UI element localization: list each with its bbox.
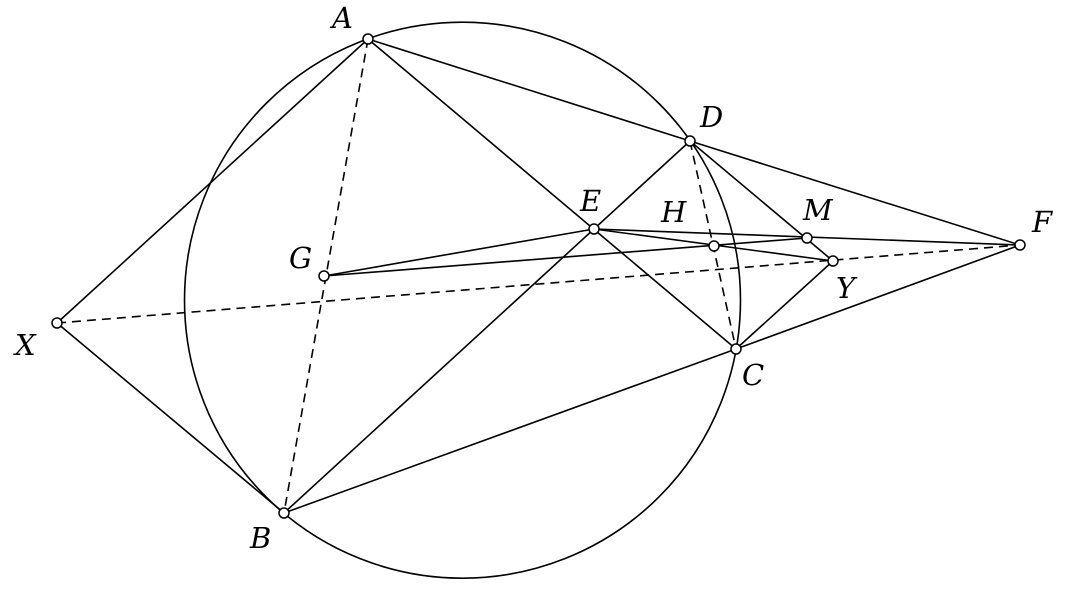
point-e	[588, 223, 600, 235]
point-d	[684, 135, 696, 147]
segment-xb	[56, 322, 285, 514]
circumcircle	[183, 21, 742, 580]
segment-yc	[735, 260, 834, 350]
point-x	[51, 317, 63, 329]
segment-ge	[323, 228, 595, 277]
segment-bd	[283, 140, 691, 514]
segment-bc	[283, 348, 737, 514]
point-m	[801, 232, 813, 244]
label-e: E	[579, 184, 601, 218]
segment-gm	[323, 237, 808, 277]
point-y	[827, 255, 839, 267]
label-d: D	[699, 100, 723, 134]
label-b: B	[249, 521, 271, 555]
label-f: F	[1031, 205, 1053, 239]
label-h: H	[660, 195, 687, 229]
segment-ax	[56, 38, 369, 324]
segment-cf	[735, 244, 1021, 350]
label-c: C	[742, 358, 764, 392]
segment-ad	[367, 38, 691, 142]
point-c	[730, 343, 742, 355]
label-x: X	[13, 328, 37, 362]
label-g: G	[289, 241, 312, 275]
point-b	[278, 507, 290, 519]
label-a: A	[329, 1, 353, 35]
point-f	[1014, 239, 1026, 251]
segment-df	[689, 140, 1021, 246]
point-g	[318, 270, 330, 282]
segment-ac	[367, 38, 737, 350]
segment-xf-dashed	[56, 244, 1021, 324]
point-h	[708, 240, 720, 252]
label-m: M	[802, 193, 834, 227]
point-a	[362, 33, 374, 45]
label-y: Y	[836, 271, 858, 305]
